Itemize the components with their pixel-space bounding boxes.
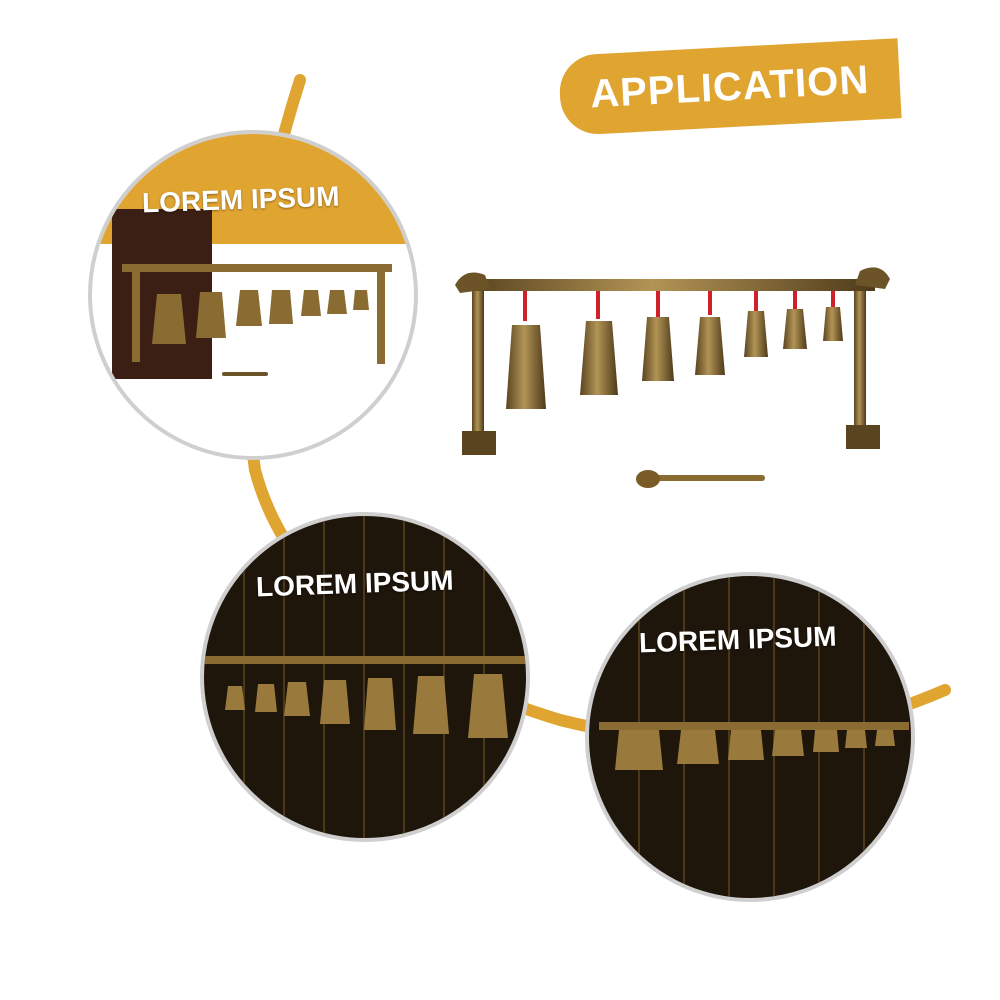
bell-4 — [695, 291, 725, 375]
panel-1-scene — [92, 134, 414, 379]
post-left — [472, 291, 484, 431]
post-right — [854, 291, 866, 431]
bell-1 — [506, 291, 546, 409]
application-panel-3: LOREM IPSUM — [585, 572, 915, 902]
bell-set-product-image — [455, 267, 890, 488]
bell-2 — [580, 291, 618, 395]
panel-3-scene — [599, 576, 909, 898]
base-right — [846, 425, 880, 449]
mallet — [636, 470, 765, 488]
bell-5 — [744, 291, 768, 357]
base-left — [462, 431, 496, 455]
panel-2-scene — [204, 516, 526, 838]
bells — [506, 291, 843, 409]
bell-6 — [783, 291, 807, 349]
bell-3 — [642, 291, 674, 381]
application-panel-2: LOREM IPSUM — [200, 512, 530, 842]
crossbar — [470, 279, 875, 291]
dragon-head-right — [855, 267, 890, 289]
application-panel-1: LOREM IPSUM — [88, 130, 418, 460]
dragon-head-left — [455, 272, 490, 293]
bell-7 — [823, 291, 843, 341]
banner-title: APPLICATION — [589, 57, 871, 116]
